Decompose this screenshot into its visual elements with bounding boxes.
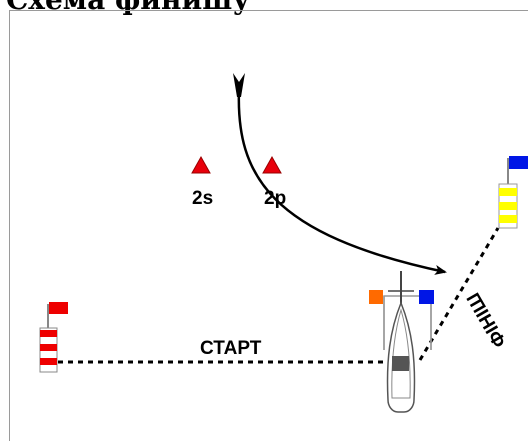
start-buoy [39, 302, 68, 373]
committee-boat [369, 271, 434, 413]
mark-2p [262, 155, 282, 174]
finish-flag [509, 156, 528, 169]
committee-flag-right [419, 290, 434, 304]
course-arrow [237, 89, 447, 275]
start-flag [49, 302, 68, 314]
finish-buoy [498, 156, 528, 229]
page-title: Схема финишу [6, 0, 250, 16]
start-line-label: СТАРТ [200, 338, 262, 359]
wind-indicator-icon [233, 73, 245, 97]
finish-line-label: ФІНІШ [463, 289, 511, 351]
mark-2s-label: 2s [192, 188, 213, 209]
frame-border-top [9, 10, 528, 11]
frame-border-left [9, 10, 10, 441]
committee-flag-left [369, 290, 383, 304]
mark-2s [191, 155, 211, 174]
